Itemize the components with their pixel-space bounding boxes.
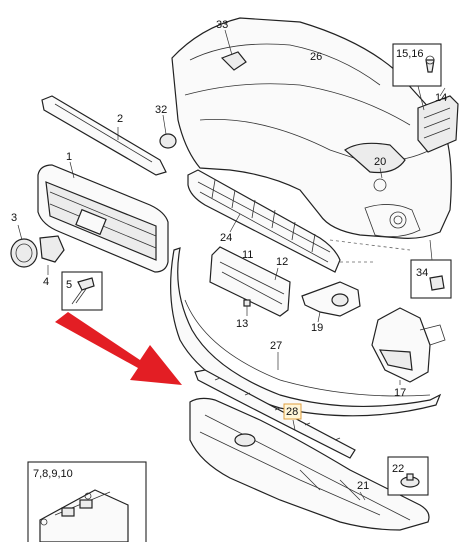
guide-line-1 [329, 239, 411, 251]
part-22-box [387, 456, 429, 496]
part-15-16-box [392, 43, 442, 111]
label-21: 21 [357, 480, 369, 492]
part-11-12-plate-holder [209, 246, 291, 317]
label-13: 13 [236, 318, 248, 330]
red-pointer-arrow [55, 312, 182, 385]
label-26: 26 [310, 51, 322, 63]
label-12: 12 [276, 256, 288, 268]
label-27: 27 [270, 340, 282, 352]
part-2-bracket-strip [41, 95, 167, 176]
label-24: 24 [220, 232, 232, 244]
label-2: 2 [117, 113, 123, 125]
part-21-undertray [189, 397, 430, 531]
label-3: 3 [11, 212, 17, 224]
label-22: 22 [392, 463, 404, 475]
label-34: 34 [416, 267, 428, 279]
label-11: 11 [242, 249, 253, 261]
part-7-10-box [27, 461, 147, 542]
label-5: 5 [66, 279, 72, 291]
part-3-emblem [10, 224, 38, 268]
label-28-highlight [283, 403, 302, 420]
part-24-lower-grille [187, 169, 341, 273]
part-28-trim-strip [194, 369, 356, 459]
part-14-bracket-assembly [417, 87, 459, 153]
label-17: 17 [394, 387, 406, 399]
part-26-bumper-cover [171, 17, 452, 239]
part-17-side-bracket [371, 307, 446, 385]
part-13-clip [243, 299, 251, 316]
part-34-box [410, 239, 452, 299]
label-15-16: 15,16 [396, 48, 424, 60]
label-4: 4 [43, 276, 49, 288]
label-20: 20 [374, 156, 386, 168]
label-19: 19 [311, 322, 323, 334]
part-1-grille-frame [37, 161, 169, 273]
label-1: 1 [66, 151, 72, 163]
label-14: 14 [435, 92, 447, 104]
label-32: 32 [155, 104, 167, 116]
part-5-screw-box [61, 271, 103, 311]
part-27-lower-lip [170, 247, 442, 417]
leader-20 [379, 167, 383, 179]
label-33: 33 [216, 19, 228, 31]
part-33-clip [220, 29, 247, 71]
part-19-fog-bracket [301, 281, 361, 323]
part-32-cap [159, 114, 177, 149]
label-28: 28 [286, 406, 298, 418]
label-7-10: 7,8,9,10 [33, 468, 73, 480]
part-4-sensor-bracket [39, 235, 65, 275]
